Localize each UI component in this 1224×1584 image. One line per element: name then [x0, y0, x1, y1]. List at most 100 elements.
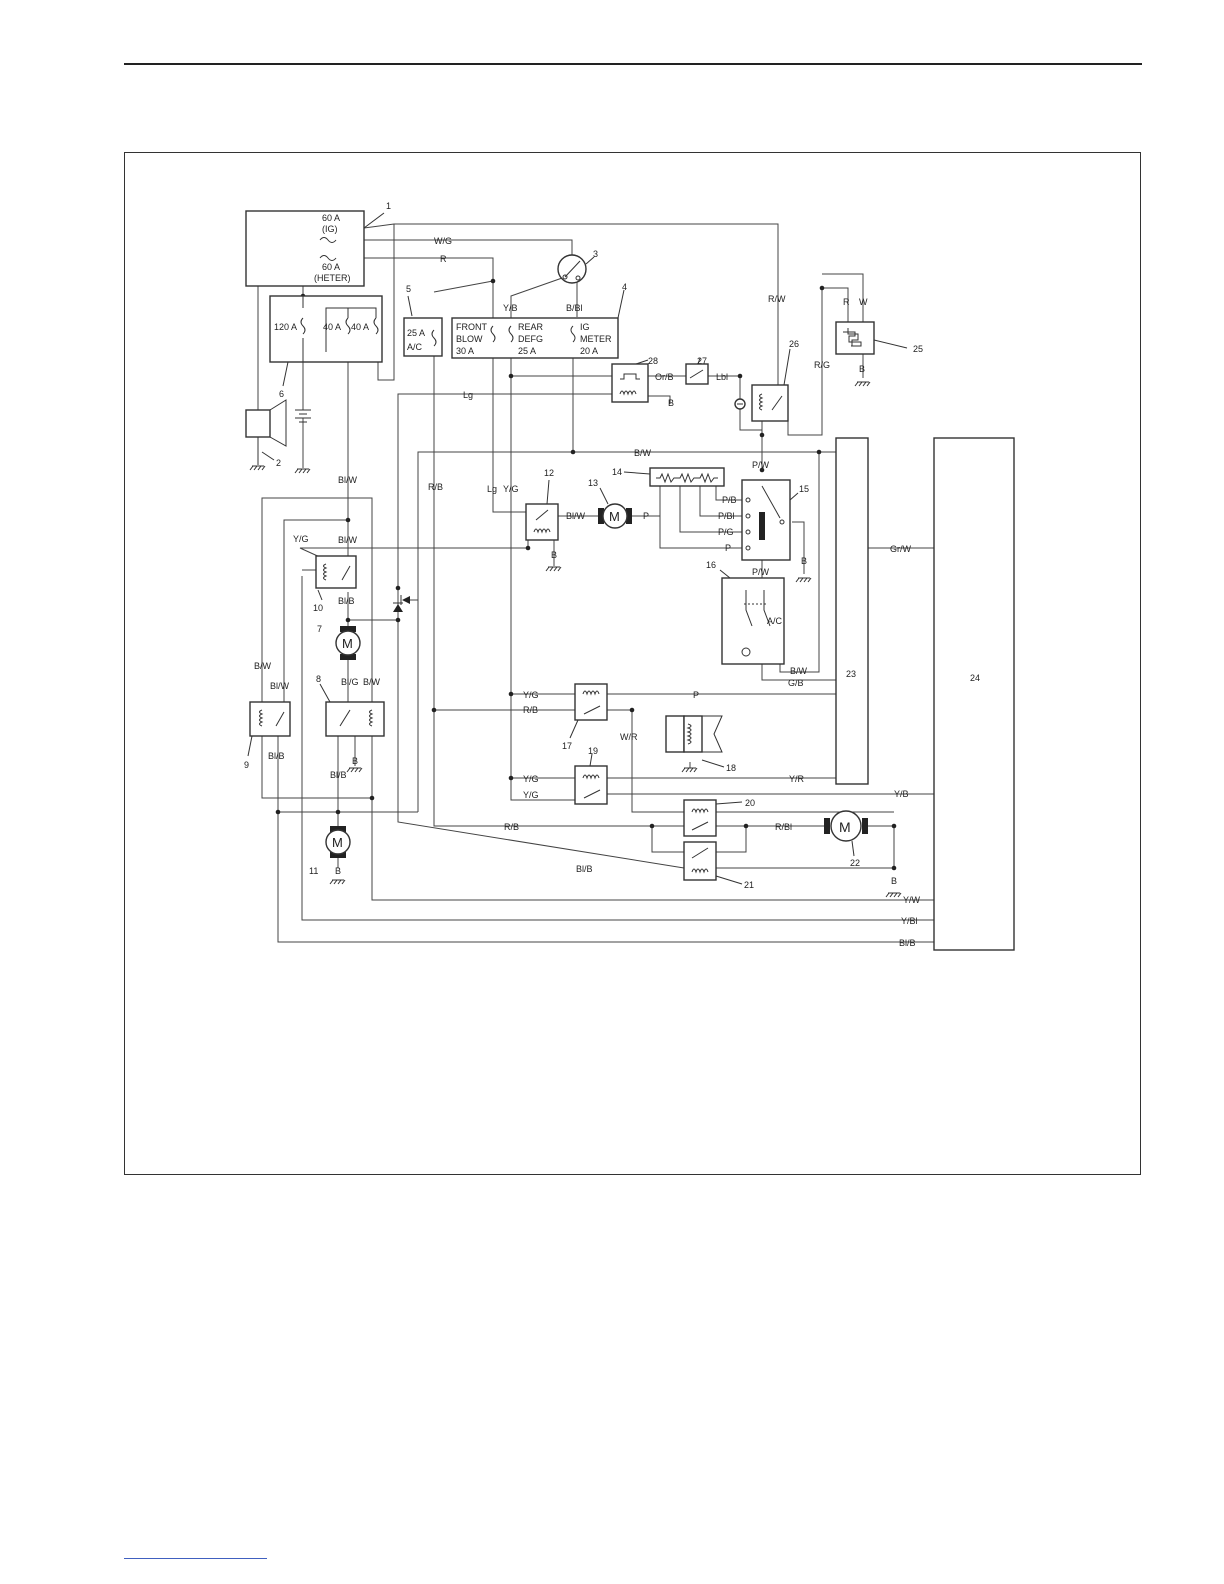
callout-4: 4: [622, 282, 627, 292]
battery-icon: [294, 409, 311, 474]
wire-label-blw-main: Bl/W: [338, 475, 358, 485]
component-5-ac-fuse: 25 A A/C 5: [403, 284, 443, 357]
wire-label-bw9: B/W: [254, 661, 272, 671]
component-12-relay: 12: [525, 468, 562, 572]
wire-label-rg: R/G: [814, 360, 830, 370]
wire-label-yg-v: Y/G: [503, 484, 519, 494]
callout-6: 6: [279, 389, 284, 399]
component-3-ignition-switch: 3: [557, 249, 598, 284]
component-22-motor: M 22: [824, 810, 902, 898]
ig-meter-rating: 20 A: [580, 346, 598, 356]
front-blow-label-2: BLOW: [456, 334, 483, 344]
header-rule: [124, 63, 1142, 65]
fuse-120a: 120 A: [274, 322, 297, 332]
component-11-motor: M 11: [309, 826, 351, 885]
callout-18: 18: [726, 763, 736, 773]
wire-label-orb: Or/B: [655, 372, 674, 382]
wire-label-pb: P/B: [722, 495, 737, 505]
callout-10: 10: [313, 603, 323, 613]
fuse-ig-rating: 60 A: [322, 213, 340, 223]
component-9-relay: 9: [244, 701, 291, 770]
ig-meter-label-2: METER: [580, 334, 612, 344]
callout-21: 21: [744, 880, 754, 890]
wire-label-pw16: P/W: [752, 567, 770, 577]
wire-label-yg19a: Y/G: [523, 774, 539, 784]
callout-27: 27: [697, 356, 707, 366]
component-15-blower-switch: 15: [741, 479, 812, 583]
component-26-relay: 26: [751, 339, 799, 422]
component-24-control-unit: 24: [933, 437, 1015, 951]
wire-label-w25: W: [859, 297, 868, 307]
wire-label-grw: Gr/W: [890, 544, 911, 554]
wire-label-rb-main: R/B: [428, 482, 443, 492]
callout-28: 28: [648, 356, 658, 366]
front-blow-label-1: FRONT: [456, 322, 487, 332]
wire-label-blb8: Bl/B: [330, 770, 347, 780]
wire-label-bbl: B/Bl: [566, 303, 583, 313]
fuse-ig-label: (IG): [322, 224, 338, 234]
wire-label-yg19b: Y/G: [523, 790, 539, 800]
component-10-relay: 10: [313, 555, 357, 613]
component-16-ac-switch: A/C 16: [706, 560, 785, 665]
callout-17: 17: [562, 741, 572, 751]
callout-24: 24: [970, 673, 980, 683]
fuse-heter-label: (HETER): [314, 273, 351, 283]
wire-label-blb21: Bl/B: [576, 864, 593, 874]
component-6-fuse-block: 120 A 40 A 40 A 6: [269, 295, 383, 399]
rear-defg-label-2: DEFG: [518, 334, 543, 344]
callout-22: 22: [850, 858, 860, 868]
wire-label-pw15: P/W: [752, 460, 770, 470]
fuse-40a-2: 40 A: [351, 322, 369, 332]
callout-3: 3: [593, 249, 598, 259]
callout-14: 14: [612, 467, 622, 477]
wire-label-lbl: Lbl: [716, 372, 728, 382]
callout-5: 5: [406, 284, 411, 294]
callout-2: 2: [276, 458, 281, 468]
wire-label-rb20: R/B: [504, 822, 519, 832]
callout-15: 15: [799, 484, 809, 494]
wire-label-bw16: B/W: [790, 666, 808, 676]
component-1-main-fuse: 60 A (IG) 60 A (HETER) 1: [245, 201, 391, 287]
component-8-relay: 8: [316, 674, 385, 773]
wire-label-yr: Y/R: [789, 774, 805, 784]
callout-11: 11: [309, 866, 318, 876]
component-19-relay: 19: [574, 746, 608, 805]
wire-label-wg: W/G: [434, 236, 452, 246]
wire-label-yg17: Y/G: [523, 690, 539, 700]
component-25-sensor: 25: [835, 321, 923, 387]
ig-meter-label-1: IG: [580, 322, 590, 332]
callout-25: 25: [913, 344, 923, 354]
wire-label-gb16: G/B: [788, 678, 804, 688]
wire-label-blb9: Bl/B: [268, 751, 285, 761]
callout-7: 7: [317, 624, 322, 634]
diode-icon: [393, 595, 410, 612]
motor-22-letter: M: [839, 819, 851, 835]
footnote-rule: [124, 1558, 267, 1559]
fuse-25a-ac-rating: 25 A: [407, 328, 425, 338]
wire-label-yb: Y/B: [503, 303, 518, 313]
component-14-resistor: 14: [612, 467, 725, 487]
ground-label-25: B: [859, 364, 865, 374]
wire-label-rbl22: R/Bl: [775, 822, 792, 832]
wire-label-blw9: Bl/W: [270, 681, 290, 691]
component-27-switch: 27: [685, 356, 709, 385]
wire-label-yg10: Y/G: [293, 534, 309, 544]
wire-label-blb24: Bl/B: [899, 938, 916, 948]
rear-defg-rating: 25 A: [518, 346, 536, 356]
wire-label-blw10: Bl/W: [338, 535, 358, 545]
wire-label-blg8: Bl/G: [341, 677, 359, 687]
component-7-motor: M 7: [317, 624, 361, 660]
wire-label-ybl: Y/Bl: [901, 916, 918, 926]
component-18-clutch: 18: [665, 715, 736, 773]
wire-label-lg2: Lg: [487, 484, 497, 494]
motor-7-letter: M: [342, 636, 353, 651]
front-blow-rating: 30 A: [456, 346, 474, 356]
callout-19: 19: [588, 746, 598, 756]
fuse-heter-rating: 60 A: [322, 262, 340, 272]
callout-13: 13: [588, 478, 598, 488]
callout-20: 20: [745, 798, 755, 808]
ac-switch-label: A/C: [767, 616, 783, 626]
callout-1: 1: [386, 201, 391, 211]
